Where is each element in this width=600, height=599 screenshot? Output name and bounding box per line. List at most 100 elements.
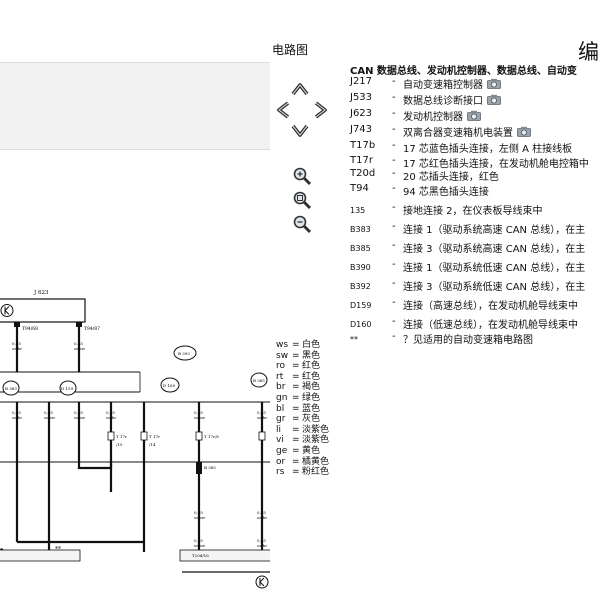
legend-description-text: 发动机控制器: [403, 112, 463, 123]
svg-text:0,35: 0,35: [194, 410, 203, 415]
wire-color-name: 淡紫色: [302, 424, 330, 435]
svg-text:or/br: or/br: [257, 543, 267, 548]
svg-text:0,35: 0,35: [257, 410, 266, 415]
zoom-fit-icon[interactable]: [292, 190, 312, 214]
legend-item: B385-连接 3（驱动系统高速 CAN 总线），在主: [350, 240, 600, 256]
camera-icon[interactable]: [467, 110, 481, 121]
legend-dash: -: [392, 124, 396, 135]
pin-label: T94/87: [84, 326, 100, 332]
legend-item: B383-连接 1（驱动系统高速 CAN 总线），在主: [350, 221, 600, 237]
legend-code: T17b: [350, 140, 376, 151]
svg-text:/15: /15: [116, 442, 123, 447]
wire-color-item: or =橘黄色: [276, 457, 329, 468]
legend-description-text: 连接 1（驱动系统低速 CAN 总线），在主: [403, 263, 586, 274]
pan-right-icon[interactable]: [314, 100, 330, 124]
legend-description: 连接 3（驱动系统高速 CAN 总线），在主: [403, 240, 585, 255]
svg-text:T 17r: T 17r: [149, 434, 160, 439]
legend-code: T17r: [350, 155, 373, 166]
legend-description-text: 接地连接 2，在仪表板导线束中: [403, 206, 543, 217]
legend-item: T20d-20 芯插头连接，红色: [350, 168, 600, 184]
wire-color-code: sw: [276, 350, 289, 361]
svg-text:0,35: 0,35: [194, 510, 203, 515]
wire-color-code: or: [276, 456, 286, 467]
legend-description: 20 芯插头连接，红色: [403, 168, 499, 183]
svg-text:T 17r/8: T 17r/8: [204, 434, 219, 439]
legend-description: 数据总线诊断接口: [403, 92, 501, 107]
legend-description: 连接 1（驱动系统低速 CAN 总线），在主: [403, 259, 585, 274]
legend-description: 接地连接 2，在仪表板导线束中: [403, 202, 543, 217]
legend-dash: -: [392, 278, 396, 289]
svg-text:or/sw: or/sw: [44, 415, 56, 420]
legend-description-text: ？见适用的自动变速箱电路图: [403, 335, 533, 346]
splice-label: B 383: [5, 386, 17, 391]
legend-description-text: 94 芯黑色插头连接: [403, 187, 489, 198]
svg-text:or/br: or/br: [257, 415, 267, 420]
wire-color-equals: =: [292, 424, 300, 435]
wire-color-item: sw=黑色: [276, 351, 329, 362]
zoom-in-icon[interactable]: [292, 166, 312, 190]
legend-dash: -: [392, 183, 396, 194]
wire-color-item: li=淡紫色: [276, 425, 329, 436]
wire-color-code: rt: [276, 371, 284, 382]
legend-code: B383: [350, 225, 371, 234]
legend-code: D159: [350, 301, 372, 310]
wire-color-item: ro=红色: [276, 361, 329, 372]
legend-description-text: 连接 3（驱动系统高速 CAN 总线），在主: [403, 244, 586, 255]
legend-dash: -: [392, 92, 396, 103]
splice-label: D 160: [163, 383, 176, 388]
svg-text:or/sw: or/sw: [194, 515, 206, 520]
legend-item: B392-连接 3（驱动系统低速 CAN 总线），在主: [350, 278, 600, 294]
camera-icon[interactable]: [517, 126, 531, 137]
legend-description-text: 连接（高速总线），在发动机舱导线束中: [403, 301, 578, 312]
footnote-marker: **: [55, 546, 61, 553]
legend-description: 17 芯蓝色插头连接，左侧 A 柱接线板: [403, 140, 572, 155]
svg-text:B 385: B 385: [204, 465, 216, 470]
bottom-connector-label: T20d/16: [192, 553, 209, 558]
legend-dash: -: [392, 108, 396, 119]
legend-dash: -: [392, 202, 396, 213]
control-unit-symbol-icon: [255, 575, 269, 589]
camera-icon[interactable]: [487, 94, 501, 105]
svg-text:0,35: 0,35: [257, 510, 266, 515]
legend-dash: -: [392, 316, 396, 327]
legend-dash: -: [392, 155, 396, 166]
wire-color-item: bl=蓝色: [276, 404, 329, 415]
wire-color-code: rs: [276, 467, 285, 478]
wire-color-item: vi=淡紫色: [276, 435, 329, 446]
page-title: 编: [578, 40, 599, 64]
legend-item: J743-双离合器变速箱机电装置: [350, 124, 600, 140]
wire-color-equals: =: [292, 361, 300, 372]
legend-item: D159-连接（高速总线），在发动机舱导线束中: [350, 297, 600, 313]
svg-text:0,35: 0,35: [194, 538, 203, 543]
pan-left-icon[interactable]: [274, 100, 290, 124]
pan-down-icon[interactable]: [290, 124, 310, 144]
svg-text:0,35: 0,35: [74, 341, 83, 346]
legend-description: 连接 1（驱动系统高速 CAN 总线），在主: [403, 221, 585, 236]
legend-code: B385: [350, 244, 371, 253]
legend-code: J533: [350, 92, 373, 103]
wire-color-equals: =: [292, 456, 300, 467]
wire-color-code: gn: [276, 392, 288, 403]
legend-item: J217-自动变速箱控制器: [350, 76, 600, 92]
legend-description-text: 连接（低速总线），在发动机舱导线束中: [403, 320, 578, 331]
legend-code: J217: [350, 76, 373, 87]
svg-text:or/sw: or/sw: [74, 346, 86, 351]
legend-code: J623: [350, 108, 373, 119]
wire-color-item: br=褐色: [276, 382, 329, 393]
wire-color-equals: =: [292, 414, 300, 425]
pan-up-icon[interactable]: [290, 80, 310, 100]
wire-color-name: 绿色: [302, 392, 321, 403]
zoom-out-icon[interactable]: [292, 214, 312, 238]
wire-color-item: ws=白色: [276, 340, 329, 351]
legend-item: **-？见适用的自动变速箱电路图: [350, 331, 600, 347]
wire-color-equals: =: [292, 435, 300, 446]
legend-title: CAN 数据总线、发动机控制器、数据总线、自动变: [350, 66, 577, 77]
legend-code: B390: [350, 263, 371, 272]
wire-color-name: 橘黄色: [302, 456, 330, 467]
legend-code: **: [350, 335, 358, 344]
circuit-diagram[interactable]: J 623 T94/68 T94/87 0,35 or/br 0,35 or/s…: [0, 62, 270, 599]
legend-description-text: 双离合器变速箱机电装置: [403, 128, 513, 139]
legend-code: T94: [350, 183, 369, 194]
camera-icon[interactable]: [487, 78, 501, 89]
